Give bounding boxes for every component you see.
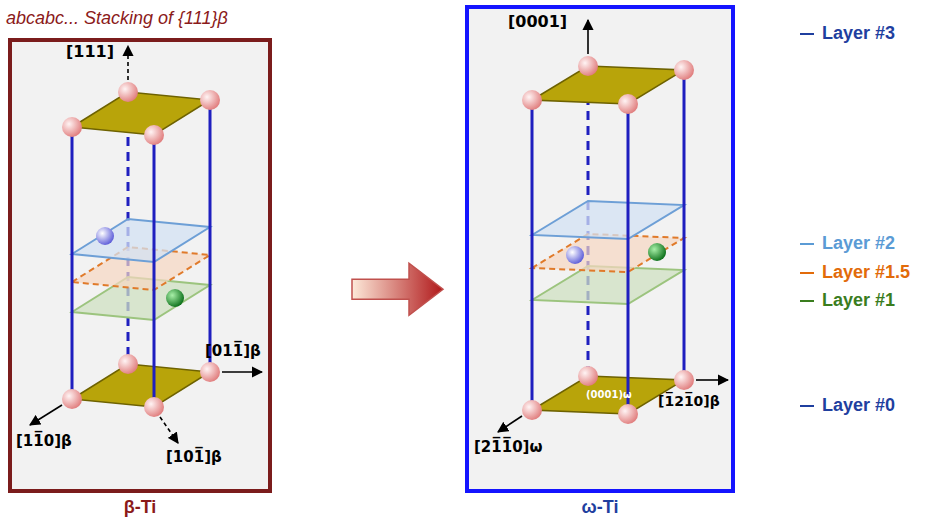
panel-border — [8, 38, 272, 493]
panel-border — [465, 5, 735, 493]
axis-label: [1̅21̅0]β — [658, 393, 720, 410]
axis-label: [11̅0]β — [16, 432, 72, 450]
axis-arrows — [498, 20, 728, 432]
axis-label: [111] — [66, 42, 114, 61]
panel-ground — [467, 7, 733, 491]
plane-label: (0001)ω — [586, 389, 632, 401]
phase-label: ω-Ti — [465, 497, 735, 519]
layer-ticks — [800, 34, 814, 406]
axis-label: [101̅]β — [166, 448, 222, 466]
omega-prism — [522, 56, 694, 424]
panel-ground — [10, 40, 270, 491]
transformation-arrow — [352, 263, 443, 315]
layer-label: Layer #3 — [822, 23, 895, 45]
beta-prism — [62, 82, 220, 417]
axis-label: [0001] — [508, 12, 567, 31]
title: abcabc... Stacking of {111}β — [6, 8, 228, 30]
layer-label: Layer #1.5 — [822, 262, 910, 284]
axis-arrows — [30, 46, 262, 443]
layer-label: Layer #2 — [822, 233, 895, 255]
layer-label: Layer #0 — [822, 395, 895, 417]
phase-label: β-Ti — [8, 497, 272, 519]
layer-label: Layer #1 — [822, 290, 895, 312]
axis-label: [21̅1̅0]ω — [474, 438, 543, 456]
axis-label: [011̅]β — [205, 342, 261, 360]
